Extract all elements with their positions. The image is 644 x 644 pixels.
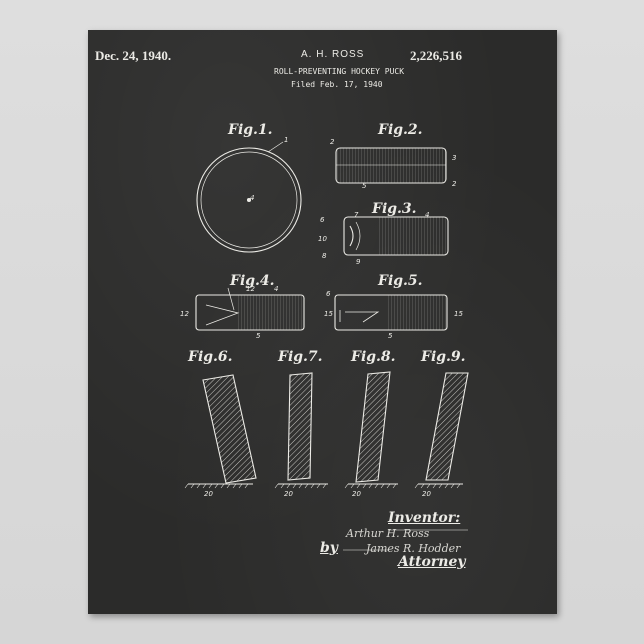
fig6-label: Fig.6. — [188, 349, 233, 365]
fig2-label: Fig.2. — [378, 122, 423, 138]
ref-fig2-5: 5 — [362, 182, 366, 190]
fig1-puck-top-view — [197, 142, 301, 252]
fig1-label: Fig.1. — [228, 122, 273, 138]
ref-fig3-4: 4 — [425, 211, 429, 219]
fig8-label: Fig.8. — [351, 349, 396, 365]
fig8-tilted-puck — [348, 372, 398, 484]
ref-ground-fig7: 20 — [284, 490, 293, 498]
inventor-label: Inventor: — [388, 510, 460, 526]
ref-fig1-4: 4 — [250, 194, 254, 202]
by-label: by — [320, 540, 338, 556]
fig7-tilted-puck — [278, 373, 328, 484]
patent-drawing — [88, 30, 557, 614]
fig6-tilted-puck — [188, 375, 256, 484]
ref-fig4-12: 12 — [246, 285, 255, 293]
ref-fig2-2: 2 — [330, 138, 334, 146]
ref-fig4-12b: 12 — [180, 310, 189, 318]
ref-fig4-4: 4 — [274, 285, 278, 293]
attorney-label: Attorney — [398, 554, 465, 570]
fig5-puck-section — [335, 295, 447, 330]
patent-poster: Dec. 24, 1940. A. H. ROSS 2,226,516 ROLL… — [88, 30, 557, 614]
fig9-label: Fig.9. — [421, 349, 466, 365]
inventor-signature: Arthur H. Ross — [346, 527, 429, 540]
fig3-puck-section — [344, 217, 448, 255]
ref-fig5-15b: 15 — [454, 310, 463, 318]
ref-fig3-9: 9 — [356, 258, 360, 266]
ref-fig3-7: 7 — [354, 211, 358, 219]
ref-fig4-5: 5 — [256, 332, 260, 340]
ref-fig3-8: 8 — [322, 252, 326, 260]
fig2-puck-side-view — [336, 148, 446, 183]
ref-fig1-1: 1 — [284, 136, 288, 144]
fig4-puck-section — [196, 288, 304, 330]
ref-fig3-6: 6 — [320, 216, 324, 224]
ref-fig5-6: 6 — [326, 290, 330, 298]
fig7-label: Fig.7. — [278, 349, 323, 365]
fig9-tilted-puck — [418, 373, 468, 484]
ref-ground-fig8: 20 — [352, 490, 361, 498]
ref-fig3-10: 10 — [318, 235, 327, 243]
ref-fig5-15: 15 — [324, 310, 333, 318]
ref-fig2-2b: 2 — [452, 180, 456, 188]
ref-fig2-3: 3 — [452, 154, 456, 162]
ref-ground-fig6: 20 — [204, 490, 213, 498]
fig3-label: Fig.3. — [372, 201, 417, 217]
ref-fig5-5: 5 — [388, 332, 392, 340]
ref-ground-fig9: 20 — [422, 490, 431, 498]
fig5-label: Fig.5. — [378, 273, 423, 289]
